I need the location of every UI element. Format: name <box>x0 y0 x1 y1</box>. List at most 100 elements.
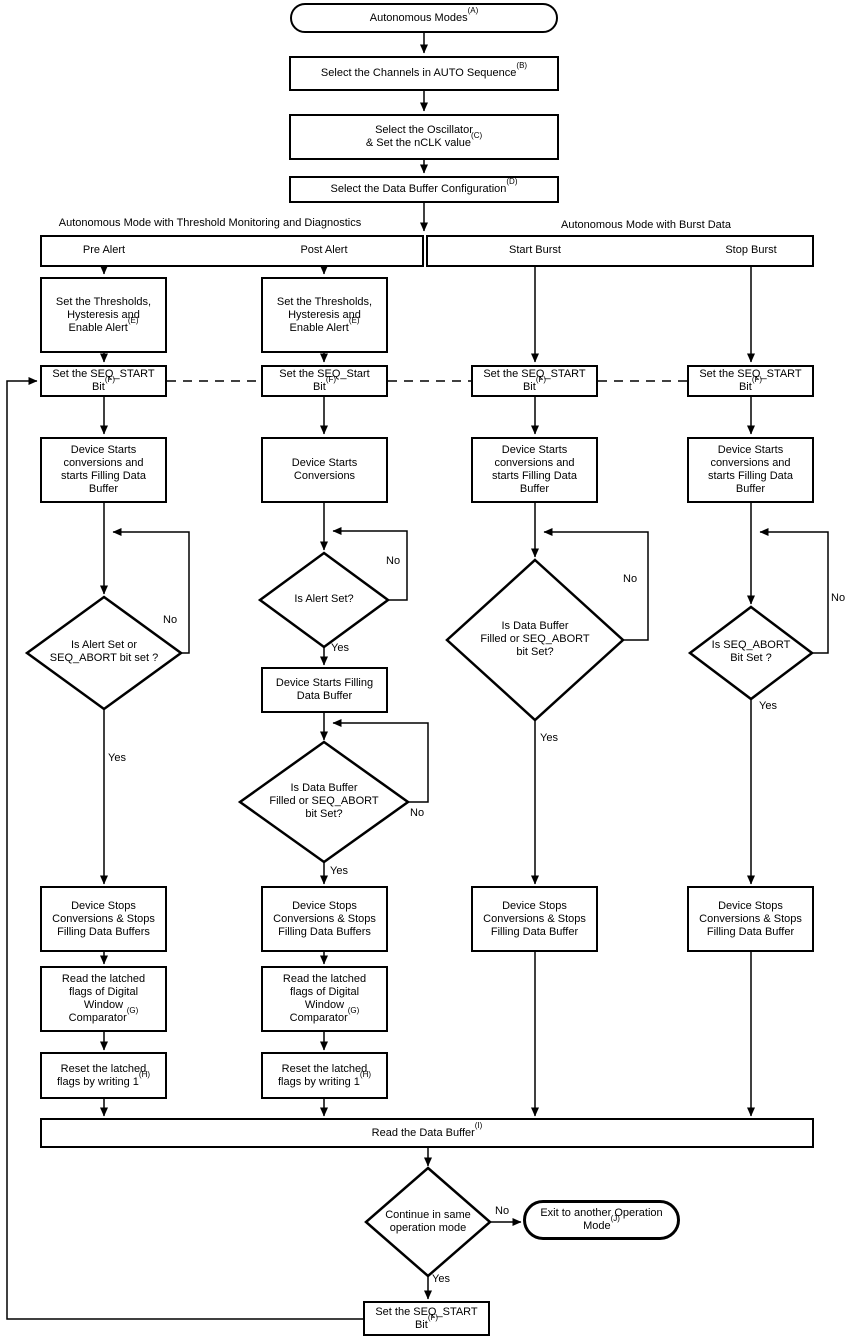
pre-alert-set-thresholds-sup: (E) <box>127 315 139 325</box>
start-burst-device-stops-box: Device Stops Conversions & Stops Filling… <box>471 886 598 952</box>
pre-alert-yes-label: Yes <box>108 752 126 764</box>
pre-alert-device-stops-text: Device Stops Conversions & Stops Filling… <box>52 899 155 938</box>
continue-yes-label: Yes <box>432 1273 450 1285</box>
post-alert-device-starts-text: Device Starts Conversions <box>291 457 358 482</box>
continue-no-label: No <box>495 1205 510 1217</box>
select-channels-sup: (B) <box>516 61 528 71</box>
select-buffer-config-label: Select the Data Buffer Configuration(D) <box>330 178 517 196</box>
pre-alert-no-label: No <box>163 614 178 626</box>
select-buffer-config-sup: (D) <box>506 177 518 187</box>
post-alert-device-fills-text: Device Starts Filling Data Buffer <box>275 677 374 702</box>
burst-section-title: Autonomous Mode with Burst Data <box>561 219 731 231</box>
post-alert-device-stops-label: Device Stops Conversions & Stops Filling… <box>273 900 376 939</box>
lane-label-pre-alert: Pre Alert <box>82 244 126 256</box>
lane-label-start-burst: Start Burst <box>509 244 561 256</box>
restart-seq-start-text: Set the SEQ_START Bit <box>375 1305 478 1331</box>
start-burst-seq-start-text: Set the SEQ_START Bit <box>483 368 586 393</box>
pre-alert-set-thresholds-box: Set the Thresholds, Hysteresis and Enabl… <box>40 277 167 353</box>
post-alert-reset-flags-sup: (H) <box>359 1069 372 1079</box>
burst-section-header-box <box>426 235 814 267</box>
post-alert-seq-start-text: Set the SEQ_Start Bit <box>279 368 370 393</box>
pre-alert-set-thresholds-text: Set the Thresholds, Hysteresis and Enabl… <box>55 295 152 334</box>
restart-seq-start-sup: (F) <box>427 1312 439 1322</box>
start-terminal-label: Autonomous Modes(A) <box>370 6 479 25</box>
threshold-section-header-box <box>40 235 424 267</box>
select-channels-label: Select the Channels in AUTO Sequence(B) <box>321 62 527 80</box>
continue-decision-diamond <box>364 1166 492 1278</box>
pre-alert-device-stops-label: Device Stops Conversions & Stops Filling… <box>52 900 155 939</box>
lane-label-stop-burst: Stop Burst <box>725 244 777 256</box>
start-burst-seq-start-sup: (F) <box>535 375 547 385</box>
start-burst-device-stops-text: Device Stops Conversions & Stops Filling… <box>483 899 586 938</box>
stop-burst-device-starts-text: Device Starts conversions and starts Fil… <box>708 444 793 495</box>
start-burst-device-stops-label: Device Stops Conversions & Stops Filling… <box>483 900 586 939</box>
select-oscillator-box: Select the Oscillator & Set the nCLK val… <box>289 114 559 160</box>
start-burst-seq-start-label: Set the SEQ_START Bit(F) <box>483 368 585 394</box>
lane-drop-connectors <box>100 265 755 605</box>
exit-terminal-label: Exit to another Operation Mode(J) <box>540 1207 662 1233</box>
start-burst-decision-diamond <box>445 558 625 722</box>
stop-burst-seq-start-text: Set the SEQ_START Bit <box>699 368 802 393</box>
post-alert-read-flags-sup: (G) <box>347 1006 360 1016</box>
post-alert-set-thresholds-box: Set the Thresholds, Hysteresis and Enabl… <box>261 277 388 353</box>
pre-alert-reset-flags-label: Reset the latched flags by writing 1(H) <box>57 1063 150 1089</box>
post-alert-device-starts-label: Device Starts Conversions <box>292 457 357 483</box>
read-data-buffer-sup: (I) <box>474 1120 483 1130</box>
start-burst-device-starts-label: Device Starts conversions and starts Fil… <box>492 444 577 496</box>
start-terminal: Autonomous Modes(A) <box>290 3 558 33</box>
pre-alert-read-flags-sup: (G) <box>126 1006 139 1016</box>
post-alert-device-starts-box: Device Starts Conversions <box>261 437 388 503</box>
pre-alert-read-flags-text: Read the latched flags of Digital Window… <box>61 973 146 1024</box>
stop-burst-device-stops-text: Device Stops Conversions & Stops Filling… <box>699 899 802 938</box>
pre-alert-reset-flags-box: Reset the latched flags by writing 1(H) <box>40 1052 167 1099</box>
post-alert-no1-label: No <box>386 555 401 567</box>
pre-alert-reset-flags-sup: (H) <box>138 1069 151 1079</box>
start-burst-yes-label: Yes <box>540 732 558 744</box>
post-alert-reset-flags-box: Reset the latched flags by writing 1(H) <box>261 1052 388 1099</box>
stop-burst-seq-start-label: Set the SEQ_START Bit(F) <box>699 368 801 394</box>
pre-alert-seq-start-label: Set the SEQ_START Bit(F) <box>52 368 154 394</box>
threshold-section-title: Autonomous Mode with Threshold Monitorin… <box>58 217 362 229</box>
select-oscillator-label: Select the Oscillator & Set the nCLK val… <box>366 124 482 150</box>
post-alert-buffer-decision-diamond <box>237 740 411 864</box>
stop-burst-device-stops-box: Device Stops Conversions & Stops Filling… <box>687 886 814 952</box>
start-burst-device-starts-text: Device Starts conversions and starts Fil… <box>492 444 577 495</box>
stop-burst-device-starts-label: Device Starts conversions and starts Fil… <box>708 444 793 496</box>
read-data-buffer-label: Read the Data Buffer(I) <box>371 1121 483 1140</box>
restart-seq-start-label: Set the SEQ_START Bit(F) <box>375 1306 477 1332</box>
select-buffer-config-text: Select the Data Buffer Configuration <box>330 183 507 195</box>
pre-alert-seq-start-box: Set the SEQ_START Bit(F) <box>40 365 167 397</box>
pre-alert-decision-diamond <box>24 595 184 711</box>
stop-burst-seq-start-box: Set the SEQ_START Bit(F) <box>687 365 814 397</box>
post-alert-set-thresholds-sup: (E) <box>348 315 360 325</box>
restart-feedback-line <box>6 377 363 1320</box>
post-alert-yes1-label: Yes <box>331 642 349 654</box>
pre-alert-device-starts-box: Device Starts conversions and starts Fil… <box>40 437 167 503</box>
stop-burst-decision-diamond <box>687 605 815 701</box>
lane-label-post-alert: Post Alert <box>300 244 348 256</box>
select-channels-box: Select the Channels in AUTO Sequence(B) <box>289 56 559 91</box>
post-alert-set-thresholds-text: Set the Thresholds, Hysteresis and Enabl… <box>276 295 373 334</box>
exit-terminal-text: Exit to another Operation Mode <box>540 1207 663 1232</box>
pre-alert-seq-start-text: Set the SEQ_START Bit <box>52 368 155 393</box>
post-alert-device-stops-box: Device Stops Conversions & Stops Filling… <box>261 886 388 952</box>
post-alert-read-flags-label: Read the latched flags of Digital Window… <box>283 973 366 1025</box>
pre-alert-reset-flags-text: Reset the latched flags by writing 1 <box>56 1062 147 1088</box>
read-data-buffer-text: Read the Data Buffer <box>371 1126 475 1139</box>
post-alert-read-flags-text: Read the latched flags of Digital Window… <box>282 973 367 1024</box>
select-oscillator-sup: (C) <box>471 131 483 141</box>
select-buffer-config-box: Select the Data Buffer Configuration(D) <box>289 176 559 203</box>
stop-burst-device-stops-label: Device Stops Conversions & Stops Filling… <box>699 900 802 939</box>
post-alert-no2-label: No <box>410 807 425 819</box>
pre-alert-device-starts-text: Device Starts conversions and starts Fil… <box>61 444 146 495</box>
post-alert-reset-flags-label: Reset the latched flags by writing 1(H) <box>278 1063 371 1089</box>
post-alert-seq-start-box: Set the SEQ_Start Bit(F) <box>261 365 388 397</box>
pre-alert-device-starts-label: Device Starts conversions and starts Fil… <box>61 444 146 496</box>
post-alert-device-fills-box: Device Starts Filling Data Buffer <box>261 667 388 713</box>
select-oscillator-text: Select the Oscillator & Set the nCLK val… <box>365 124 473 149</box>
post-alert-seq-start-label: Set the SEQ_Start Bit(F) <box>279 368 370 394</box>
post-alert-seq-start-sup: (F) <box>325 375 337 385</box>
start-burst-device-starts-box: Device Starts conversions and starts Fil… <box>471 437 598 503</box>
start-terminal-sup: (A) <box>467 5 479 15</box>
stop-burst-device-starts-box: Device Starts conversions and starts Fil… <box>687 437 814 503</box>
